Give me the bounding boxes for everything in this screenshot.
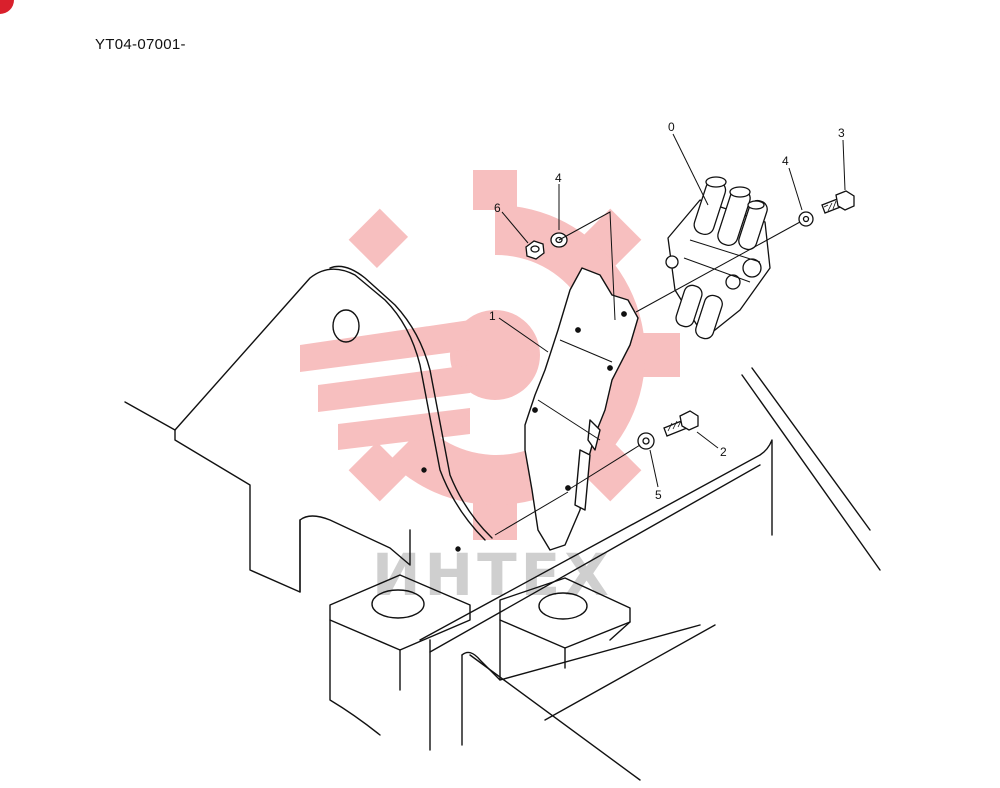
part-6-nut xyxy=(525,240,545,260)
frame-right-edge xyxy=(741,374,881,571)
watermark-stripe xyxy=(338,408,470,450)
callout-4-right: 4 xyxy=(782,154,789,168)
watermark-stripe xyxy=(318,365,470,412)
plate-hole xyxy=(621,311,627,317)
gear-tooth xyxy=(640,333,680,377)
leader-line-5 xyxy=(649,449,659,488)
plate-tab xyxy=(587,419,601,451)
leader-line-6 xyxy=(501,211,529,244)
assembly-line xyxy=(494,491,569,536)
assembly-line xyxy=(558,211,616,321)
frame-rail-lower xyxy=(461,624,701,681)
frame-right-edge-inner xyxy=(751,367,871,531)
callout-2: 2 xyxy=(720,445,727,459)
part-2-bolt xyxy=(663,410,699,437)
gusset-hole-small xyxy=(421,467,427,473)
mount-block-left-hole xyxy=(371,589,425,619)
assembly-line xyxy=(635,221,801,313)
valve-seam xyxy=(683,257,751,283)
gear-tooth xyxy=(348,208,409,269)
plate-hole xyxy=(532,407,538,413)
left-bracket xyxy=(174,429,411,593)
plate-hole xyxy=(575,327,581,333)
valve-fitting xyxy=(725,274,741,290)
valve-seam xyxy=(689,239,761,263)
part-1-mounting-plate xyxy=(524,267,639,551)
plate-fold-line xyxy=(537,399,601,441)
plate-fold-line xyxy=(559,339,613,363)
plate-tab xyxy=(574,449,591,511)
frame-rail xyxy=(419,439,773,641)
gusset-plate-inner xyxy=(329,265,493,539)
frame-bottom-edge xyxy=(544,624,716,721)
callout-6: 6 xyxy=(494,201,501,215)
valve-spool-lower xyxy=(695,294,723,340)
plate-hole xyxy=(607,365,613,371)
mount-block-right-legs xyxy=(499,619,631,681)
part-0-control-valve xyxy=(665,176,771,340)
part-5-washer xyxy=(637,432,655,450)
frame-edge xyxy=(124,401,176,431)
mount-block-left-legs xyxy=(329,619,431,751)
leader-line-2 xyxy=(696,431,719,449)
callout-5: 5 xyxy=(655,488,662,502)
watermark-text: ИНТЕХ xyxy=(372,541,613,609)
mount-block-right-hole xyxy=(538,592,588,620)
watermark-stripe xyxy=(300,320,470,372)
gusset-hole-small xyxy=(455,546,461,552)
valve-spool-cap xyxy=(747,200,765,210)
frame-lower-diagonal xyxy=(469,654,641,781)
callout-0: 0 xyxy=(668,120,675,134)
part-4-washer-right xyxy=(798,211,814,227)
valve-spool-cap xyxy=(729,186,751,198)
callout-3: 3 xyxy=(838,126,845,140)
callout-1: 1 xyxy=(489,309,496,323)
valve-spool-cap xyxy=(705,176,727,188)
leader-line-3 xyxy=(842,139,846,191)
gear-tooth xyxy=(473,500,517,540)
gear-tooth xyxy=(473,170,517,210)
part-3-bolt xyxy=(821,190,855,214)
leader-line-0 xyxy=(672,133,709,206)
gear-hub xyxy=(450,310,540,400)
valve-spool-lower xyxy=(675,284,703,328)
assembly-line xyxy=(567,444,641,491)
gusset-hole xyxy=(332,309,360,343)
drawing-reference-code: YT04-07001- xyxy=(95,36,186,53)
gusset-plate xyxy=(174,268,486,541)
leader-line-4b xyxy=(788,167,803,211)
frame-rail-inner xyxy=(429,464,761,653)
leader-line-1 xyxy=(498,317,549,353)
gear-tooth xyxy=(348,441,409,502)
callout-4-left: 4 xyxy=(555,171,562,185)
valve-fitting xyxy=(665,255,679,269)
gear-tooth xyxy=(581,441,642,502)
